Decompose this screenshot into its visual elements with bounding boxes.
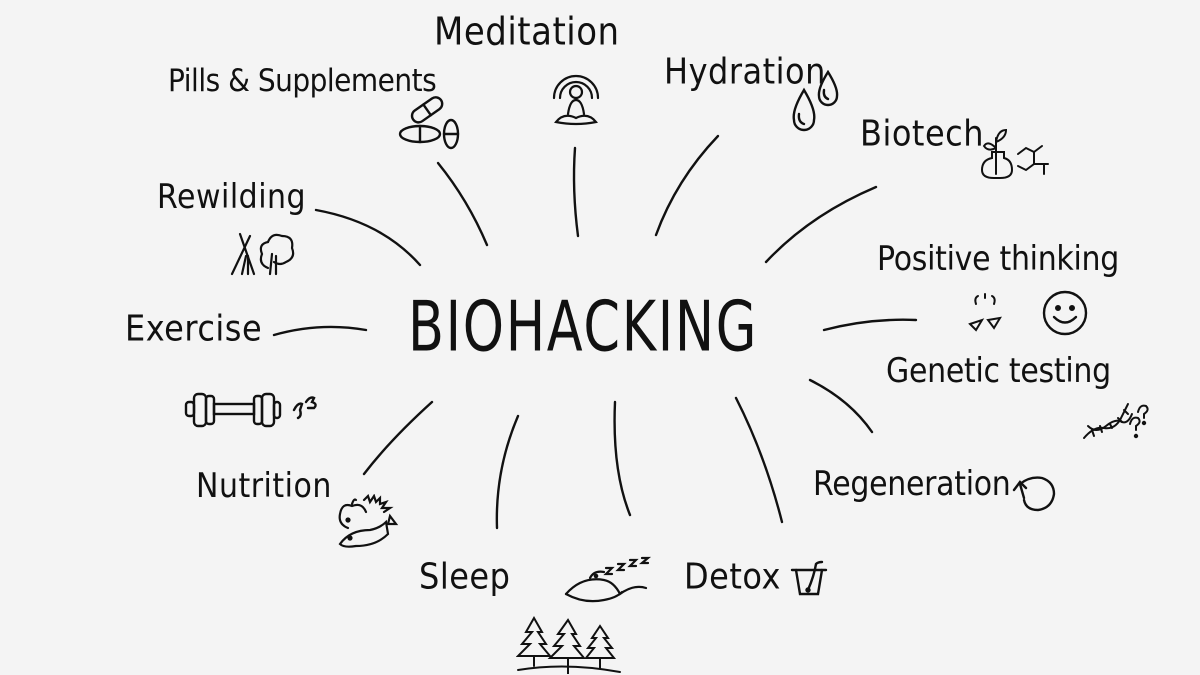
connector-sleep: [495, 414, 520, 530]
connector-meditation: [572, 146, 580, 238]
connector-hydration: [654, 134, 720, 237]
cycle-arrow-icon: [1010, 472, 1058, 514]
central-topic: BIOHACKING: [408, 288, 759, 368]
label-meditation: Meditation: [434, 10, 620, 55]
label-nutrition: Nutrition: [196, 467, 332, 507]
label-regeneration: Regeneration: [813, 465, 1011, 505]
dna-question-icon: [1080, 382, 1152, 442]
connector-regeneration: [734, 396, 784, 524]
detox-cup-icon: [790, 560, 830, 600]
label-exercise: Exercise: [125, 307, 263, 350]
meditating-person-icon: [548, 64, 604, 128]
label-sleep: Sleep: [419, 555, 511, 598]
label-biotech: Biotech: [860, 112, 985, 155]
label-genetic-testing: Genetic testing: [886, 352, 1111, 392]
forest-trees-icon: [516, 614, 624, 674]
apple-fish-icon: [336, 494, 402, 550]
tent-tree-icon: [228, 226, 298, 278]
capsules-icon: [398, 94, 464, 150]
label-positive-thinking: Positive thinking: [877, 240, 1119, 280]
smiley-face-icon: [1040, 288, 1090, 338]
dumbbell-icon: [184, 388, 338, 432]
connector-exercise: [272, 325, 368, 337]
connector-rewilding: [314, 208, 422, 267]
sprout-flask-molecule-icon: [978, 126, 1058, 184]
connector-pills: [436, 161, 489, 247]
connector-genetic: [808, 378, 874, 434]
connector-positive: [822, 318, 918, 332]
connector-nutrition: [362, 400, 434, 476]
water-drops-icon: [788, 70, 844, 136]
label-hydration: Hydration: [664, 50, 826, 93]
label-rewilding: Rewilding: [157, 178, 307, 218]
connector-detox: [613, 400, 632, 517]
label-detox: Detox: [684, 555, 781, 598]
label-pills-supplements: Pills & Supplements: [168, 62, 437, 99]
connector-biotech: [764, 185, 878, 264]
tears-drops-icon: [966, 292, 1006, 332]
sleeping-zzz-icon: [564, 554, 660, 606]
